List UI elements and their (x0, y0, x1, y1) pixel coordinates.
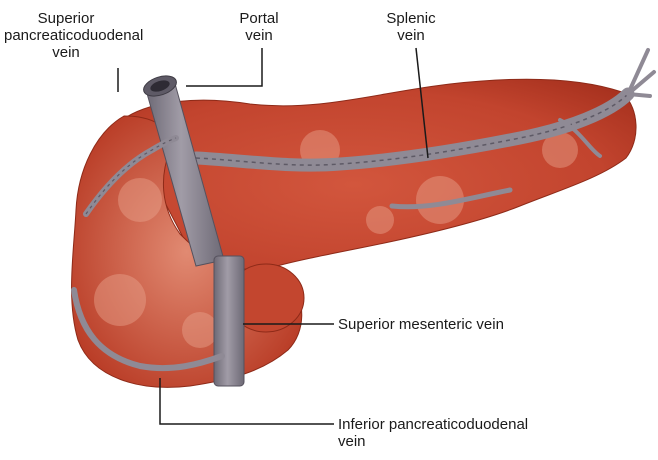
label-line: vein (380, 27, 442, 44)
label-line: vein (232, 27, 286, 44)
label-inferior-pancreaticoduodenal-vein: Inferior pancreaticoduodenal vein (338, 416, 528, 450)
leader-portal (186, 48, 262, 86)
label-splenic-vein: Splenic vein (380, 10, 442, 44)
label-line: pancreaticoduodenal (4, 27, 128, 44)
label-superior-pancreaticoduodenal-vein: Superior pancreaticoduodenal vein (4, 10, 128, 61)
label-line: Inferior pancreaticoduodenal (338, 416, 528, 433)
label-line: vein (338, 433, 528, 450)
label-superior-mesenteric-vein: Superior mesenteric vein (338, 316, 504, 333)
label-portal-vein: Portal vein (232, 10, 286, 44)
label-line: Portal (232, 10, 286, 27)
label-line: Splenic (380, 10, 442, 27)
superior-mesenteric-vein (214, 256, 244, 386)
label-line: vein (4, 44, 128, 61)
label-line: Superior (4, 10, 128, 27)
